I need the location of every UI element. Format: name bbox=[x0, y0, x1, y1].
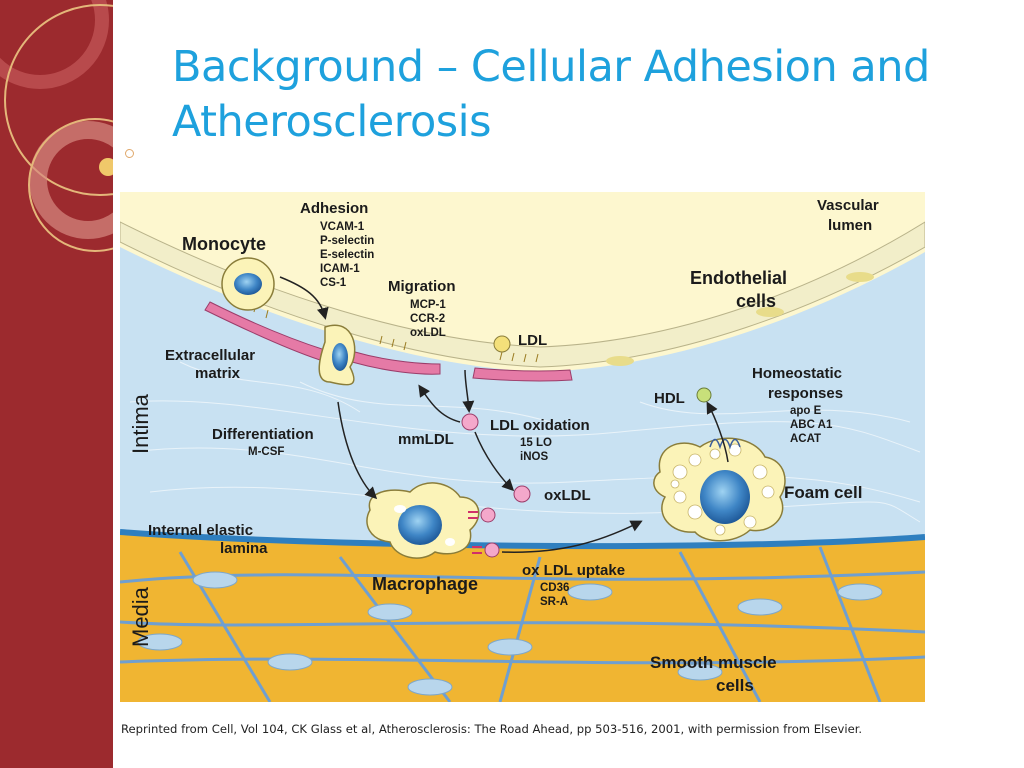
label-differentiation: Differentiation bbox=[212, 426, 314, 443]
label-internal-elastic-lamina: Internal elastic bbox=[148, 522, 253, 539]
label-internal-elastic-lamina: lamina bbox=[220, 540, 268, 557]
label-media: Media bbox=[128, 586, 153, 647]
label-homeostatic-item: ABC A1 bbox=[790, 419, 833, 431]
arrows bbox=[279, 276, 729, 553]
decorative-dot bbox=[125, 149, 134, 158]
label-homeostatic-item: apo E bbox=[790, 405, 822, 417]
smooth-muscle-nuclei bbox=[137, 571, 883, 696]
label-homeostatic-responses: Homeostatic bbox=[752, 365, 842, 382]
endothelial-cells-layer bbox=[120, 221, 925, 368]
label-differentiation-item: M-CSF bbox=[248, 446, 284, 458]
label-endothelial-cells: cells bbox=[736, 291, 776, 311]
decorative-rings bbox=[0, 0, 113, 252]
label-endothelial-cells: Endothelial bbox=[690, 268, 787, 288]
label-extracellular-matrix: Extracellular bbox=[165, 347, 255, 364]
label-extracellular-matrix: matrix bbox=[195, 365, 241, 382]
ldl-oxidized-particle bbox=[461, 413, 479, 431]
label-homeostatic-item: ACAT bbox=[790, 433, 821, 445]
hdl-particle bbox=[696, 387, 712, 403]
extracellular-matrix-fibers bbox=[129, 361, 921, 523]
label-uptake-item: SR-A bbox=[540, 596, 568, 608]
oxldl-particle bbox=[513, 485, 531, 503]
label-migration-item: MCP-1 bbox=[410, 299, 446, 311]
label-ldl: LDL bbox=[518, 332, 547, 349]
label-adhesion-item: CS-1 bbox=[320, 277, 347, 289]
label-intima: Intima bbox=[128, 393, 153, 454]
label-vascular-lumen: Vascular bbox=[817, 197, 879, 214]
label-adhesion: Adhesion bbox=[300, 200, 368, 217]
label-mmldl: mmLDL bbox=[398, 431, 454, 448]
label-adhesion-item: E-selectin bbox=[320, 249, 374, 261]
label-foam-cell: Foam cell bbox=[784, 483, 862, 502]
slide-title: Background – Cellular Adhesion and Ather… bbox=[172, 42, 930, 147]
label-adhesion-item: VCAM-1 bbox=[320, 221, 365, 233]
label-migration: Migration bbox=[388, 278, 456, 295]
ldl-particle bbox=[493, 335, 511, 353]
label-adhesion-item: P-selectin bbox=[320, 235, 374, 247]
scavenger-receptors bbox=[468, 511, 482, 554]
sidebar bbox=[0, 0, 113, 768]
label-homeostatic-responses: responses bbox=[768, 385, 843, 402]
label-migration-item: CCR-2 bbox=[410, 313, 445, 325]
label-smooth-muscle-cells: cells bbox=[716, 676, 754, 695]
figure-citation: Reprinted from Cell, Vol 104, CK Glass e… bbox=[121, 722, 863, 736]
label-hdl: HDL bbox=[654, 390, 685, 407]
label-adhesion-item: ICAM-1 bbox=[320, 263, 360, 275]
internal-elastic-lamina bbox=[120, 529, 925, 550]
endothelial-cell-adhesion bbox=[472, 367, 573, 382]
label-ldl-oxidation: LDL oxidation bbox=[490, 417, 590, 434]
label-smooth-muscle-cells: Smooth muscle bbox=[650, 653, 777, 672]
atherosclerosis-diagram: Vascular lumen Endothelial cells Monocyt… bbox=[120, 192, 925, 702]
label-ldl-oxidation-item: iNOS bbox=[520, 451, 548, 463]
oxldl-particle bbox=[480, 507, 496, 523]
label-oxldl: oxLDL bbox=[544, 487, 591, 504]
oxldl-particle bbox=[484, 542, 500, 558]
label-migration-item: oxLDL bbox=[410, 327, 446, 339]
label-monocyte: Monocyte bbox=[182, 234, 266, 254]
label-uptake-item: CD36 bbox=[540, 582, 569, 594]
label-macrophage: Macrophage bbox=[372, 574, 478, 594]
endothelial-cell-adhesion bbox=[351, 351, 441, 375]
label-vascular-lumen: lumen bbox=[828, 217, 872, 234]
label-ldl-oxidation-item: 15 LO bbox=[520, 437, 552, 449]
label-ox-ldl-uptake: ox LDL uptake bbox=[522, 562, 625, 579]
